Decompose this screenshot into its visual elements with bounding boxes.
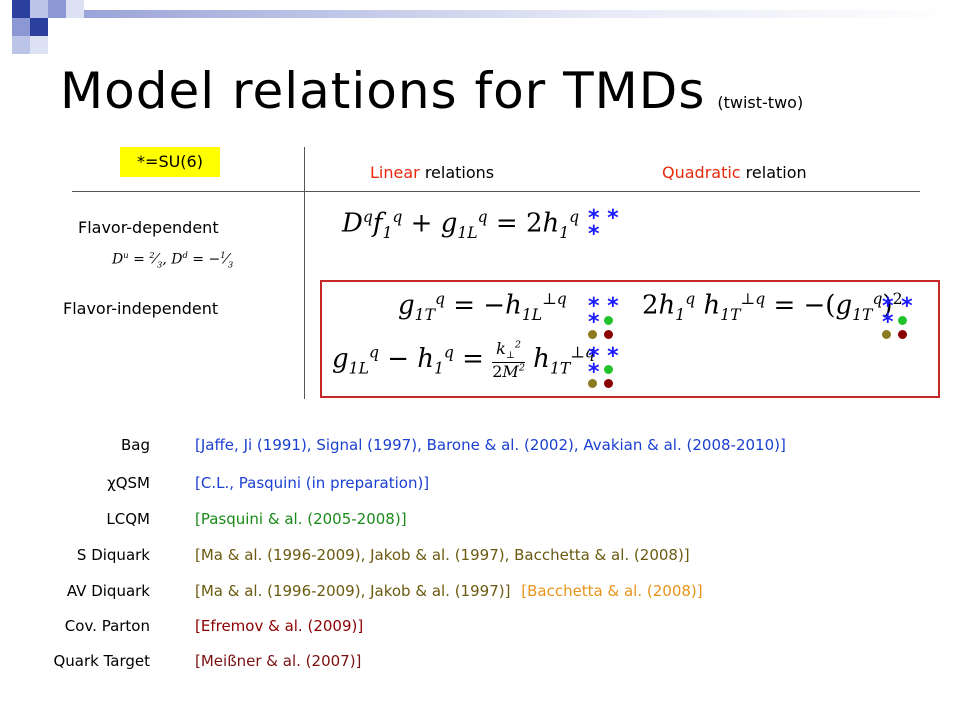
ref-s-diquark: [Ma & al. (1996-2009), Jakob & al. (1997… bbox=[195, 546, 690, 564]
diquark-dot-icon bbox=[588, 379, 597, 388]
deco-square-4 bbox=[66, 0, 84, 18]
su6-legend: *=SU(6) bbox=[120, 147, 220, 177]
linear-colored: Linear bbox=[370, 163, 420, 182]
ref-quark-target: [Meißner & al. (2007)] bbox=[195, 652, 362, 670]
quadratic-rest: relation bbox=[740, 163, 807, 182]
model-lcqm: LCQM bbox=[106, 510, 150, 528]
parton-dot-icon bbox=[604, 379, 613, 388]
deco-square-3 bbox=[48, 0, 66, 18]
su6-star-icon: * * bbox=[588, 206, 619, 231]
slide-title: Model relations for TMDs (twist-two) bbox=[60, 62, 803, 120]
ref-chiqsm: [C.L., Pasquini (in preparation)] bbox=[195, 474, 430, 492]
subtitle-text: (twist-two) bbox=[717, 93, 804, 112]
g1L-h1-equation: g1Lq − h1q = k⊥2 2M2 h1T⊥q bbox=[332, 339, 595, 381]
linear-relations-header: Linear relations bbox=[370, 163, 494, 182]
deco-square-1 bbox=[12, 0, 30, 18]
quark-charges-formula: Du = 2⁄3, Dd = −1⁄3 bbox=[112, 250, 234, 270]
deco-square-2 bbox=[30, 0, 48, 18]
ref-av-diquark: [Ma & al. (1996-2009), Jakob & al. (1997… bbox=[195, 582, 703, 600]
diquark-dot-icon bbox=[588, 330, 597, 339]
lcqm-dot-icon bbox=[604, 365, 613, 374]
su6-star-icon: * bbox=[882, 310, 894, 335]
su6-star-icon: * * bbox=[882, 294, 913, 319]
flavor-independent-box bbox=[320, 280, 940, 398]
deco-square-8 bbox=[30, 36, 48, 54]
flavor-dependent-label: Flavor-dependent bbox=[78, 218, 219, 237]
lcqm-dot-icon bbox=[898, 316, 907, 325]
header-gradient-bar bbox=[84, 10, 960, 18]
model-s-diquark: S Diquark bbox=[76, 546, 150, 564]
model-av-diquark: AV Diquark bbox=[66, 582, 150, 600]
quadratic-colored: Quadratic bbox=[662, 163, 741, 182]
deco-square-6 bbox=[30, 18, 48, 36]
ref-cov-parton: [Efremov & al. (2009)] bbox=[195, 617, 364, 635]
su6-star-icon: * bbox=[588, 360, 600, 385]
header-divider bbox=[72, 191, 920, 192]
quadratic-equation: 2h1q h1T⊥q = −(g1Tq)2 bbox=[642, 290, 903, 324]
quadratic-relation-header: Quadratic relation bbox=[662, 163, 807, 182]
ref-av-diquark-main: [Ma & al. (1996-2009), Jakob & al. (1997… bbox=[195, 582, 511, 600]
su6-star-icon: * * bbox=[588, 344, 619, 369]
su6-star-icon: * bbox=[588, 222, 600, 247]
g1T-h1L-equation: g1Tq = −h1L⊥q bbox=[398, 290, 567, 324]
ref-bag: [Jaffe, Ji (1991), Signal (1997), Barone… bbox=[195, 436, 786, 454]
diquark-dot-icon bbox=[882, 330, 891, 339]
lcqm-dot-icon bbox=[604, 316, 613, 325]
model-quark-target: Quark Target bbox=[53, 652, 150, 670]
su6-star-icon: * * bbox=[588, 294, 619, 319]
deco-square-5 bbox=[12, 18, 30, 36]
ref-lcqm: [Pasquini & al. (2005-2008)] bbox=[195, 510, 407, 528]
model-cov-parton: Cov. Parton bbox=[64, 617, 150, 635]
parton-dot-icon bbox=[604, 330, 613, 339]
deco-square-7 bbox=[12, 36, 30, 54]
ref-av-diquark-extra: [Bacchetta & al. (2008)] bbox=[521, 582, 703, 600]
model-bag: Bag bbox=[120, 436, 150, 454]
model-chiqsm: χQSM bbox=[107, 474, 150, 492]
flavor-independent-label: Flavor-independent bbox=[63, 299, 219, 318]
column-divider bbox=[304, 147, 305, 399]
title-text: Model relations for TMDs bbox=[60, 62, 706, 120]
parton-dot-icon bbox=[898, 330, 907, 339]
linear-flavor-dependent-equation: Dqf1q + g1Lq = 2h1q bbox=[342, 208, 580, 242]
linear-rest: relations bbox=[419, 163, 495, 182]
su6-star-icon: * bbox=[588, 310, 600, 335]
